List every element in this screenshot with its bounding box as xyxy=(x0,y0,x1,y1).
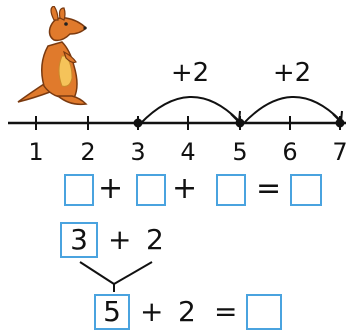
result-answer-box[interactable] xyxy=(246,294,282,330)
result-plus: + xyxy=(140,298,163,326)
result-second-value: 2 xyxy=(178,298,196,326)
boxed-number-5-value: 5 xyxy=(94,298,130,326)
result-equals: = xyxy=(214,298,237,326)
